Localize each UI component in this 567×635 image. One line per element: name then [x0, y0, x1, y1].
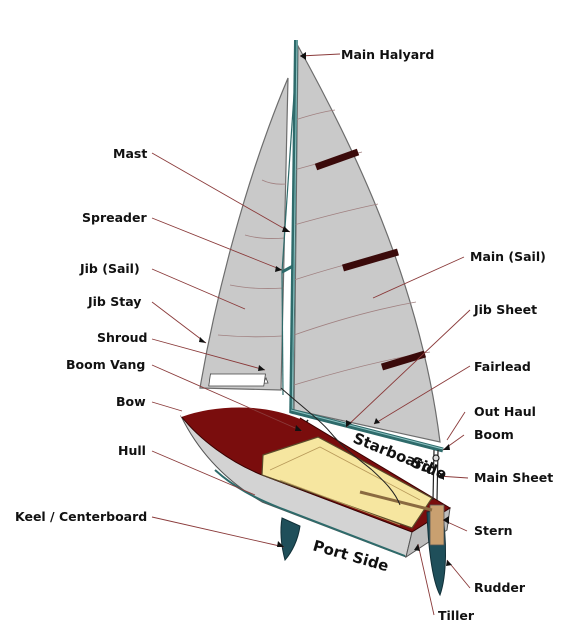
- label-boom: Boom: [474, 427, 514, 442]
- keel-centerboard: [280, 517, 301, 562]
- mast-spar: [289, 39, 298, 433]
- shroud-line-lower: [281, 271, 284, 396]
- shroud-line: [281, 79, 296, 273]
- label-shroud: Shroud: [97, 330, 148, 345]
- label-keel-centerboard: Keel / Centerboard: [15, 509, 147, 524]
- leader-lines: [151, 53, 471, 616]
- main-sheet-line: [432, 449, 440, 501]
- label-mast: Mast: [113, 146, 147, 161]
- tiller-arm: [359, 490, 433, 512]
- mast-highlight: [291, 39, 298, 433]
- label-main-sheet: Main Sheet: [474, 470, 553, 485]
- bow-highlight: [180, 405, 301, 419]
- label-tiller: Tiller: [438, 608, 475, 623]
- label-rudder: Rudder: [474, 580, 526, 595]
- cockpit-seats: [269, 446, 421, 526]
- jib-sheet-lines: [280, 387, 401, 506]
- label-side: Side: [409, 453, 450, 483]
- boom-highlight: [290, 409, 444, 450]
- boom-spar: [290, 408, 444, 453]
- jib-sail: [199, 77, 289, 391]
- jib-window: [208, 373, 266, 387]
- arrow-heads: [199, 52, 452, 566]
- label-boom-vang: Boom Vang: [66, 357, 145, 372]
- label-out-haul: Out Haul: [474, 404, 536, 419]
- spreader-spar: [281, 264, 294, 274]
- cockpit: [261, 436, 433, 529]
- rudder-head: [429, 504, 445, 546]
- label-stern: Stern: [474, 523, 513, 538]
- label-jib-sheet: Jib Sheet: [473, 302, 537, 317]
- label-main-sail: Main (Sail): [470, 249, 546, 264]
- label-fairlead: Fairlead: [474, 359, 531, 374]
- main-sail: [293, 43, 441, 443]
- hull-waterline: [214, 469, 406, 557]
- label-main-halyard: Main Halyard: [341, 47, 434, 62]
- label-jib-stay: Jib Stay: [87, 294, 141, 309]
- label-bow: Bow: [116, 394, 146, 409]
- label-spreader: Spreader: [82, 210, 147, 225]
- jib-seams: [217, 179, 287, 338]
- sail-battens: [314, 148, 427, 371]
- label-jib-sail: Jib (Sail): [79, 261, 140, 276]
- label-hull: Hull: [118, 443, 146, 458]
